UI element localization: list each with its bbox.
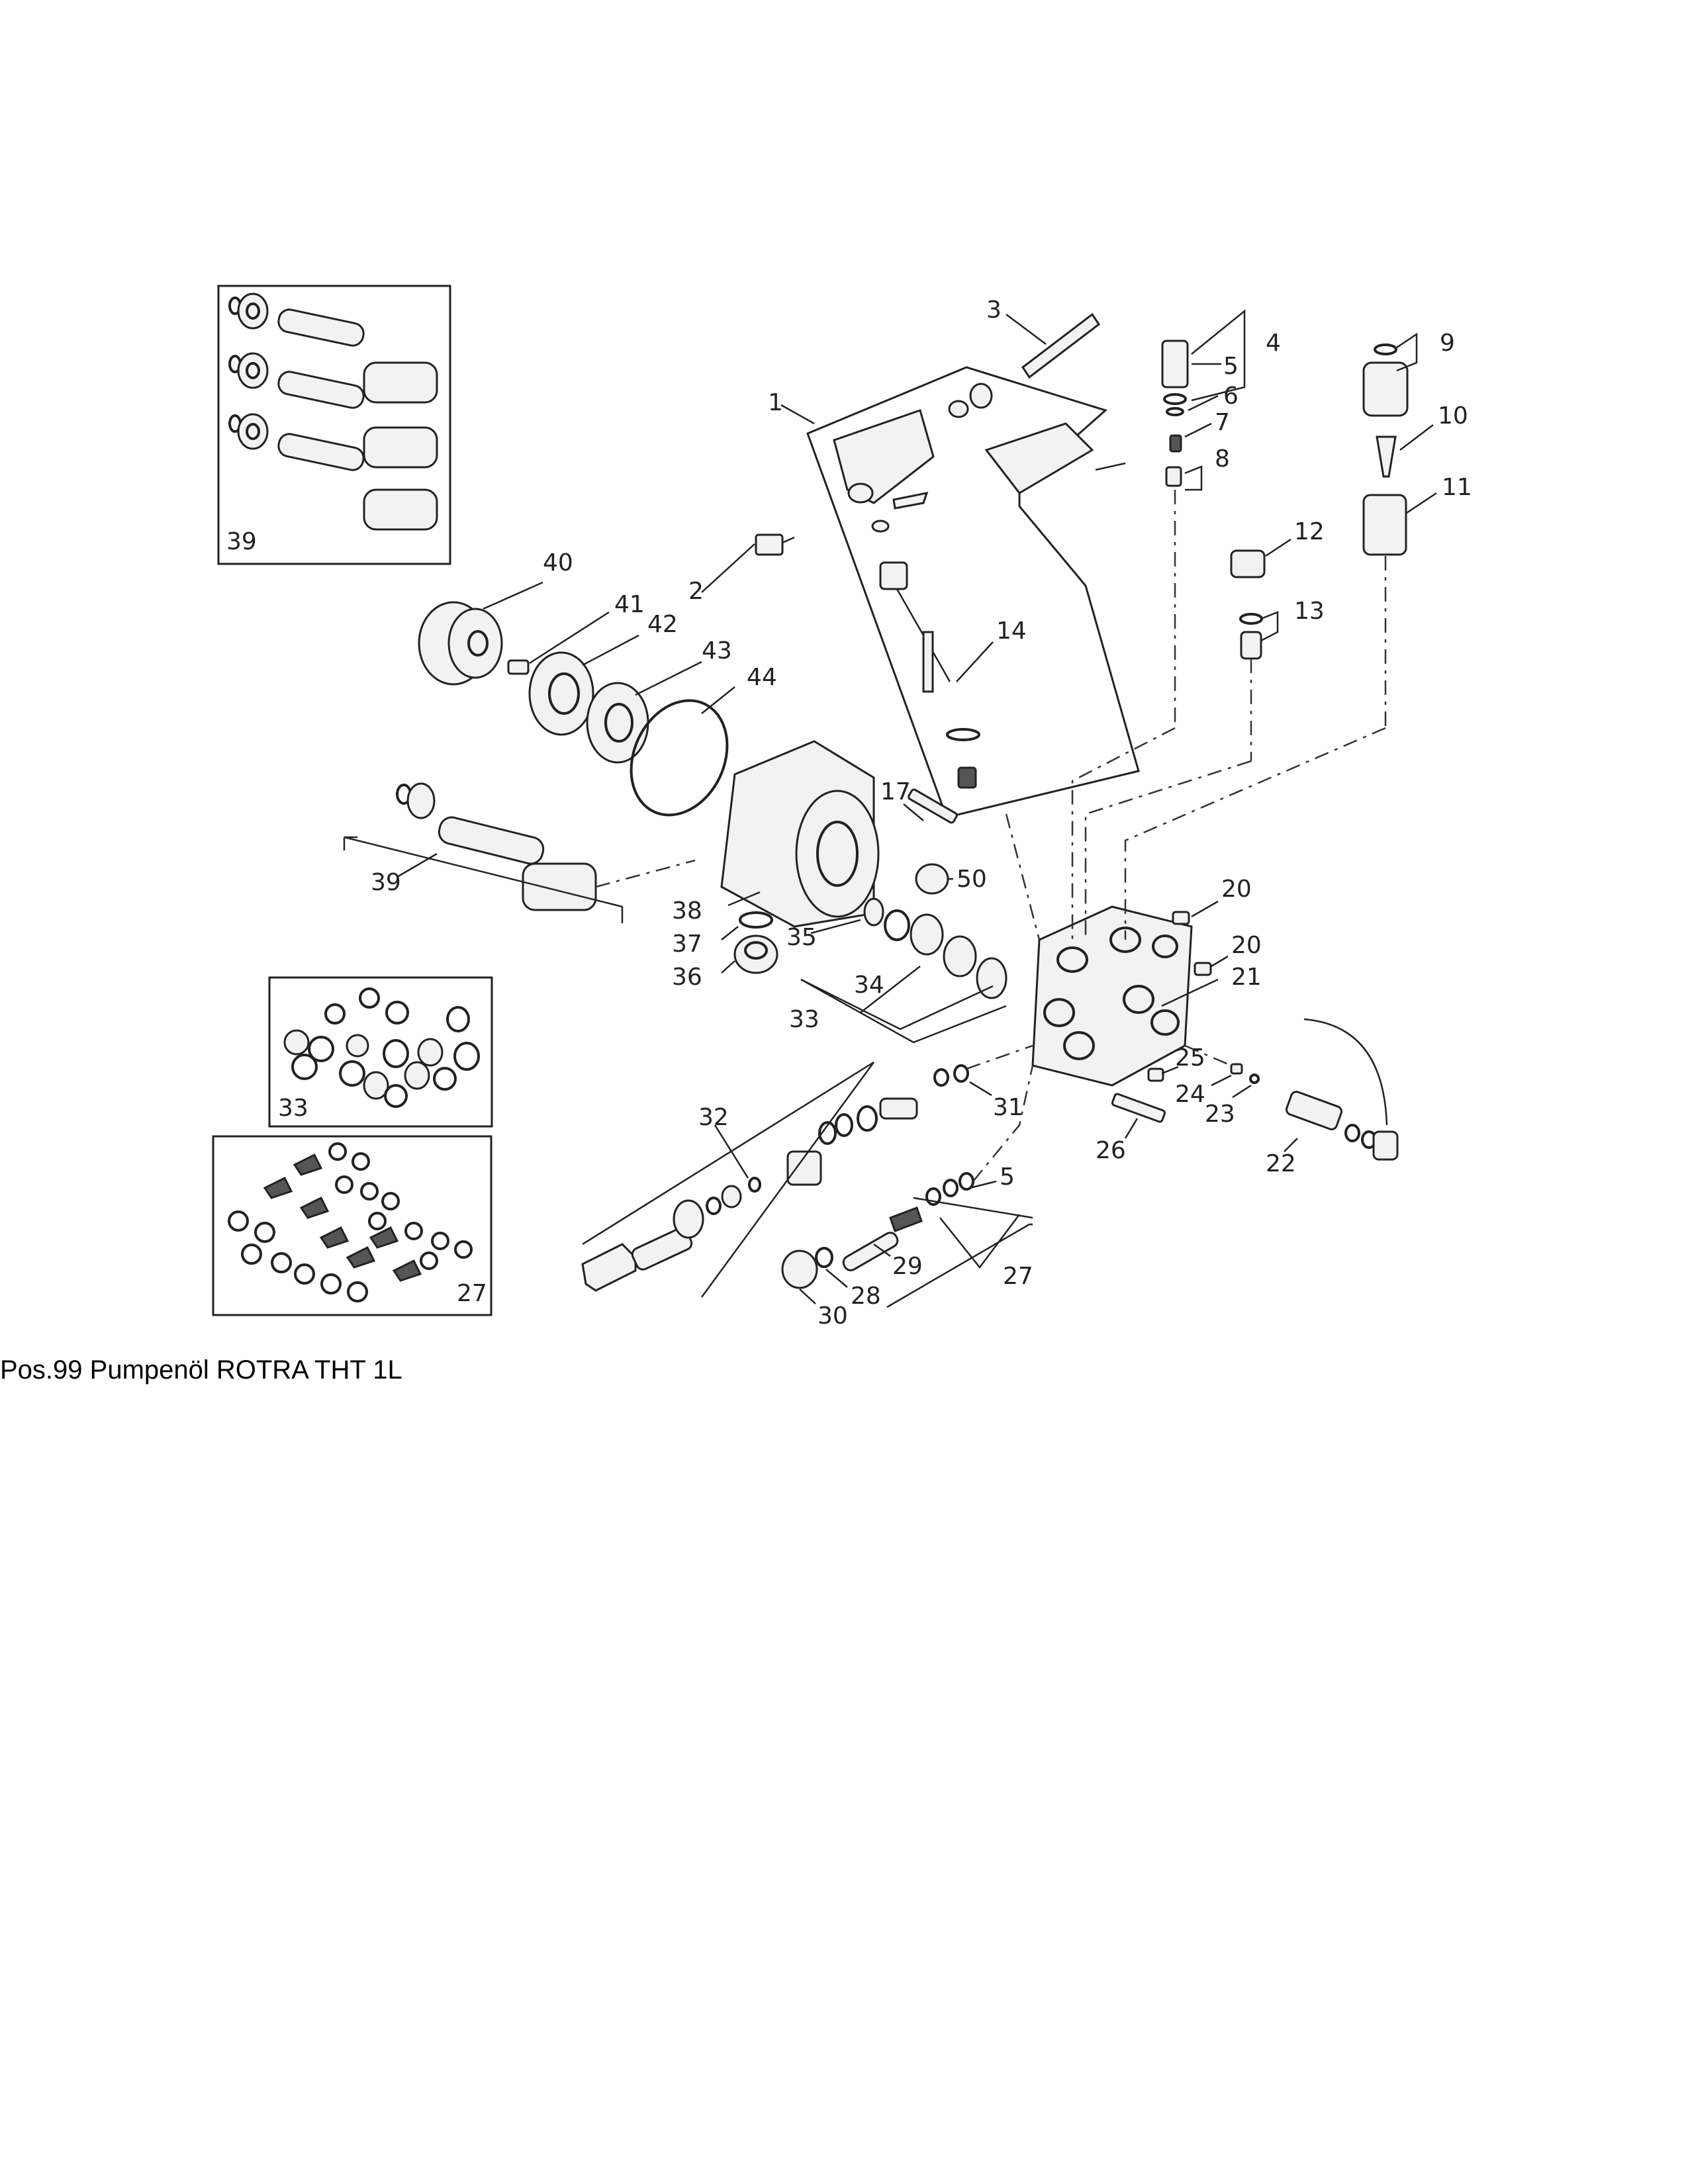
kit-box-27: 27 — [212, 1135, 492, 1316]
part-8-valve — [1165, 466, 1182, 487]
label-42: 42 — [647, 611, 678, 638]
label-25: 25 — [1175, 1044, 1205, 1071]
part-26-bolt — [1111, 1093, 1166, 1123]
label-13: 13 — [1294, 598, 1325, 625]
part-7-spring — [1169, 434, 1182, 453]
label-2: 2 — [688, 578, 704, 605]
label-29: 29 — [892, 1253, 923, 1280]
label-31: 31 — [993, 1094, 1023, 1121]
part-3-hose — [1021, 312, 1101, 379]
label-12: 12 — [1294, 518, 1325, 545]
label-34: 34 — [854, 972, 884, 999]
label-9: 9 — [1440, 330, 1455, 357]
label-26: 26 — [1096, 1137, 1126, 1164]
label-39: 39 — [371, 869, 401, 896]
kit-39-row — [228, 352, 438, 469]
part-31-oring — [933, 1064, 969, 1087]
label-39-box: 39 — [226, 528, 257, 555]
label-20-upper: 20 — [1221, 876, 1252, 903]
part-38-crankcase — [720, 740, 880, 928]
label-23: 23 — [1205, 1101, 1235, 1128]
part-22-outlet-fitting — [1286, 1018, 1399, 1161]
label-36: 36 — [672, 964, 702, 991]
part-36-oil-plug — [733, 934, 778, 974]
label-4: 4 — [1266, 330, 1281, 357]
label-17: 17 — [880, 778, 911, 805]
label-22: 22 — [1266, 1150, 1296, 1177]
part-10-filter — [1376, 435, 1397, 478]
label-3: 3 — [986, 296, 1002, 324]
label-6: 6 — [1223, 383, 1239, 410]
part-25-plug — [1147, 1068, 1164, 1082]
label-10: 10 — [1438, 402, 1468, 430]
label-30: 30 — [818, 1302, 848, 1330]
part-34-seal-set — [884, 909, 1008, 999]
callout-labels: 1 2 3 4 5 6 7 8 9 10 11 12 13 14 17 50 2… — [371, 296, 1472, 1330]
part-group-32 — [581, 1061, 918, 1298]
part-17-bolt — [908, 788, 958, 824]
part-40-bearing-housing — [418, 601, 503, 686]
part-21-manifold — [1031, 905, 1193, 1087]
part-24-check — [1230, 1063, 1243, 1075]
part-group-39 — [343, 782, 696, 923]
kit-box-39: 39 — [217, 285, 451, 565]
part-30-plug — [781, 1250, 818, 1289]
kit-39-row — [228, 293, 438, 404]
part-9-coupling — [1362, 343, 1409, 417]
label-35: 35 — [786, 924, 817, 951]
part-2-microswitch — [755, 533, 795, 556]
label-8: 8 — [1215, 445, 1230, 473]
part-42-seal — [528, 651, 594, 736]
label-37: 37 — [672, 931, 702, 958]
label-38: 38 — [672, 897, 702, 925]
label-40: 40 — [543, 549, 573, 576]
part-37-oring — [739, 911, 773, 929]
part-27-valve — [889, 1172, 974, 1232]
part-50-nut — [915, 863, 949, 895]
part-14-valve-assembly — [879, 561, 980, 789]
label-21: 21 — [1231, 964, 1262, 991]
part-23-oring — [1249, 1073, 1260, 1084]
label-24: 24 — [1175, 1081, 1205, 1108]
label-33-box: 33 — [278, 1095, 308, 1122]
label-1: 1 — [768, 389, 783, 416]
part-4-fitting — [1161, 340, 1189, 416]
part-28-oring — [815, 1247, 833, 1268]
part-43-washer — [586, 682, 649, 764]
kit-39-row — [228, 413, 438, 531]
part-29-pin — [842, 1232, 899, 1271]
part-1-unloader-group — [806, 366, 1140, 819]
centerlines — [966, 490, 1387, 1182]
label-7: 7 — [1215, 409, 1230, 436]
part-44-o-ring — [630, 699, 729, 817]
part-13-plug-oring — [1239, 613, 1263, 660]
label-41: 41 — [614, 591, 645, 618]
part-20-plug-lower — [1194, 962, 1212, 976]
label-14: 14 — [996, 617, 1027, 645]
kit-27-valve — [263, 1153, 422, 1282]
label-11: 11 — [1442, 474, 1472, 501]
label-43: 43 — [702, 637, 732, 664]
label-28: 28 — [851, 1283, 881, 1310]
label-5: 5 — [1223, 353, 1239, 380]
label-27-box: 27 — [457, 1280, 487, 1307]
kit-box-33: 33 — [268, 976, 493, 1128]
part-12-plug — [1230, 549, 1266, 578]
label-44: 44 — [747, 664, 777, 691]
leader-lines — [397, 309, 1437, 1308]
part-35-seal — [863, 897, 884, 927]
part-41-screw — [507, 659, 530, 675]
oil-note-caption: Pos.99 Pumpenöl ROTRA THT 1L — [0, 1355, 402, 1385]
part-20-plug-upper — [1172, 911, 1190, 925]
label-5-lower: 5 — [1000, 1163, 1015, 1191]
part-11-inlet — [1362, 494, 1407, 556]
label-27: 27 — [1003, 1263, 1033, 1290]
label-50: 50 — [957, 866, 987, 893]
label-20-lower: 20 — [1231, 932, 1262, 959]
label-32: 32 — [698, 1104, 729, 1131]
label-33: 33 — [789, 1006, 820, 1033]
